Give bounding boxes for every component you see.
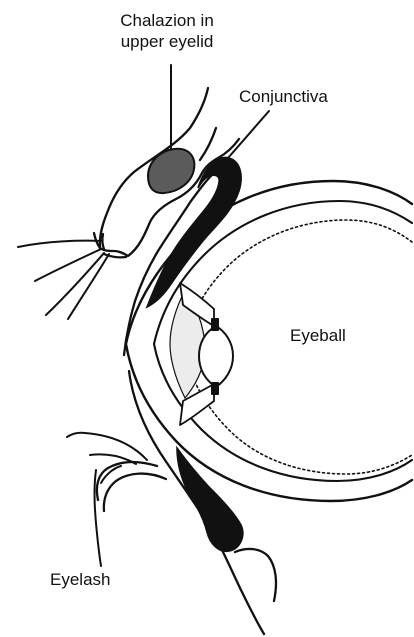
lens: [199, 326, 233, 387]
lower-eyelashes: [67, 433, 147, 483]
eyelash-label: Eyelash: [50, 569, 110, 590]
conjunctiva-pointer-line: [228, 111, 269, 158]
eyeball-globe: [126, 181, 412, 501]
conjunctiva-label: Conjunctiva: [239, 86, 328, 107]
upper-eyelashes: [18, 241, 109, 319]
chalazion-label: Chalazion in upper eyelid: [78, 10, 256, 52]
chalazion-label-line-2: upper eyelid: [78, 31, 256, 52]
eyeball-label: Eyeball: [290, 325, 346, 346]
chalazion-label-line-1: Chalazion in: [78, 10, 256, 31]
conjunctiva-lower: [177, 448, 243, 551]
chalazion-lump: [148, 149, 194, 193]
